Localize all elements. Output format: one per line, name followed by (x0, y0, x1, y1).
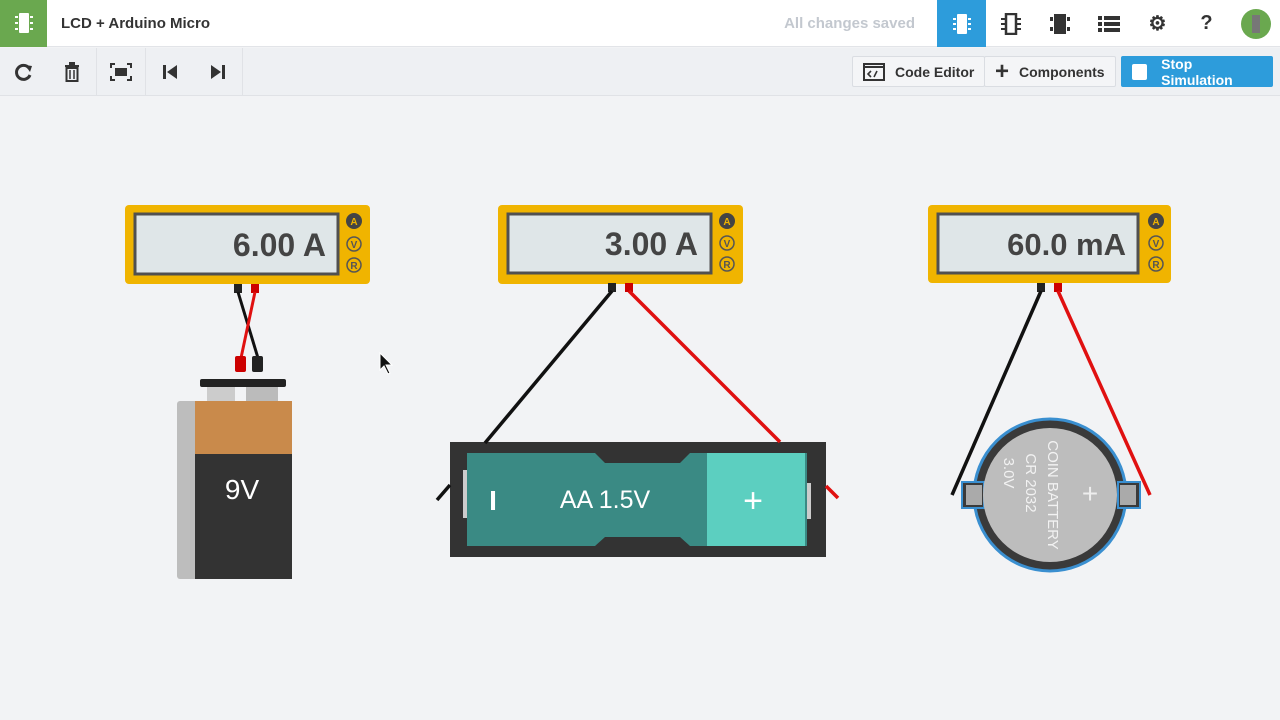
fit-screen-icon (110, 63, 132, 81)
coin-battery-line2: CR 2032 (1022, 453, 1039, 512)
rotate-button[interactable] (0, 48, 48, 96)
mode-amps[interactable]: A (1152, 217, 1159, 228)
stop-simulation-button[interactable]: Stop Simulation (1121, 55, 1273, 88)
multimeter-3-reading: 60.0 mA (1007, 227, 1126, 262)
multimeter-1[interactable]: 6.00 A A V R (125, 205, 370, 293)
schematic-view-button[interactable] (986, 0, 1035, 47)
list-icon (1097, 15, 1120, 32)
mode-amps[interactable]: A (723, 217, 730, 228)
step-back-button[interactable] (146, 48, 194, 96)
wire-red-2[interactable] (627, 289, 782, 444)
coin-battery[interactable]: COIN BATTERY CR 2032 3.0V + (961, 417, 1141, 573)
wire-red-2-end[interactable] (824, 484, 840, 500)
mode-ohms[interactable]: R (350, 261, 358, 272)
step-forward-button[interactable] (194, 48, 242, 96)
stop-icon (1132, 63, 1148, 80)
mode-volts[interactable]: V (724, 239, 731, 250)
circuit-canvas[interactable]: 6.00 A A V R 9V 3.00 A A V R I AA 1.5V +… (0, 97, 1280, 720)
help-button[interactable]: ? (1182, 0, 1231, 47)
multimeter-2-reading: 3.00 A (605, 226, 698, 262)
wire-black-2[interactable] (483, 289, 614, 445)
coin-battery-line1: COIN BATTERY (1044, 440, 1061, 549)
mouse-cursor-icon (379, 351, 394, 375)
project-title[interactable]: LCD + Arduino Micro (61, 14, 211, 32)
save-status: All changes saved (784, 15, 915, 32)
battery-9v-label: 9V (225, 474, 260, 505)
user-menu[interactable] (1231, 0, 1280, 47)
wire-red-1[interactable] (239, 291, 257, 359)
skip-forward-icon (211, 65, 225, 79)
circuit-view-button[interactable] (937, 0, 986, 47)
battery-aa[interactable]: I AA 1.5V + (450, 442, 826, 557)
circuit-logo-icon (14, 13, 33, 33)
components-label: Components (1019, 63, 1105, 80)
multimeter-1-reading: 6.00 A (233, 227, 326, 263)
avatar (1240, 8, 1271, 39)
wire-black-2-end[interactable] (435, 483, 452, 502)
component-list-button[interactable] (1035, 0, 1084, 47)
components-button[interactable]: + Components (984, 56, 1116, 87)
help-icon: ? (1200, 12, 1213, 34)
battery-aa-plus: + (743, 482, 763, 520)
skip-back-icon (163, 65, 177, 79)
wire-black-3[interactable] (950, 290, 1043, 496)
chip-avatar-icon (1251, 14, 1260, 33)
circuit-view-icon (952, 13, 971, 34)
mode-amps[interactable]: A (350, 217, 357, 228)
coin-battery-plus: + (1082, 478, 1098, 509)
battery-aa-minus: I (489, 485, 497, 516)
home-logo[interactable] (0, 0, 47, 47)
delete-button[interactable] (48, 48, 96, 96)
toolbar: Code Editor + Components Stop Simulation (0, 48, 1280, 96)
code-editor-label: Code Editor (895, 63, 975, 80)
trash-icon (65, 62, 79, 82)
mode-volts[interactable]: V (1153, 239, 1160, 250)
component-list-icon (1049, 13, 1070, 34)
schematic-icon (1000, 12, 1021, 35)
wire-red-3[interactable] (1056, 290, 1152, 496)
multimeter-2[interactable]: 3.00 A A V R (498, 205, 743, 292)
settings-button[interactable]: ⚙ (1133, 0, 1182, 47)
plus-icon: + (995, 57, 1010, 85)
code-editor-button[interactable]: Code Editor (852, 56, 986, 87)
top-bar: LCD + Arduino Micro All changes saved ⚙ … (0, 0, 1280, 47)
multimeter-3[interactable]: 60.0 mA A V R (928, 205, 1171, 292)
coin-battery-line3: 3.0V (1000, 458, 1017, 489)
gear-icon: ⚙ (1148, 13, 1167, 35)
battery-9v[interactable]: 9V (177, 356, 292, 579)
netlist-button[interactable] (1084, 0, 1133, 47)
mode-ohms[interactable]: R (1152, 260, 1160, 271)
stop-simulation-label: Stop Simulation (1161, 55, 1233, 88)
rotate-icon (15, 63, 32, 81)
mode-ohms[interactable]: R (723, 260, 731, 271)
code-icon (863, 62, 885, 81)
fit-view-button[interactable] (97, 48, 145, 96)
battery-aa-label: AA 1.5V (560, 486, 651, 514)
mode-volts[interactable]: V (351, 240, 358, 251)
